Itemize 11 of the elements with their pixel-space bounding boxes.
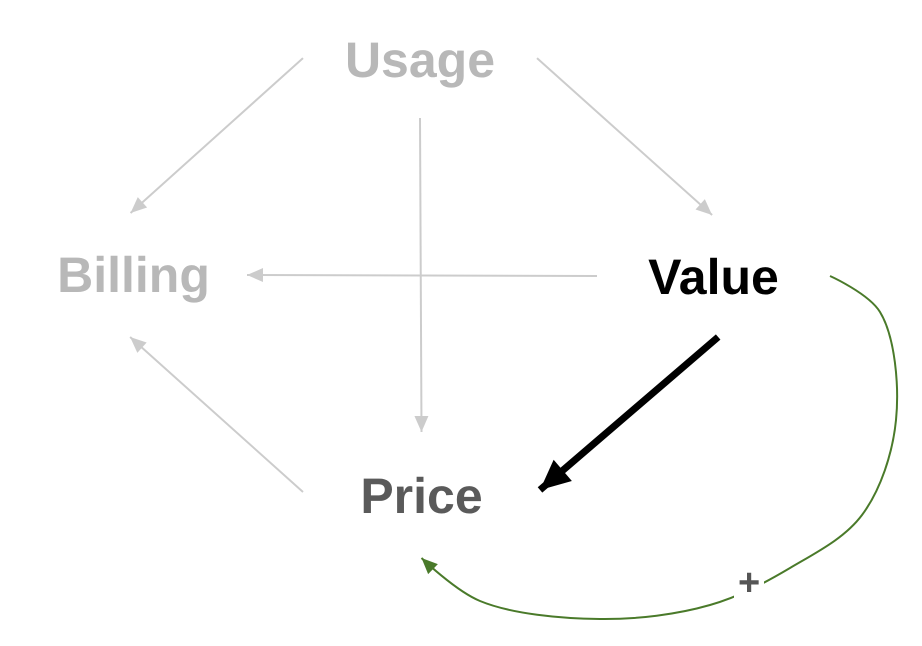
arrow [538,334,720,493]
node-label: Usage [344,31,496,90]
arrow [130,57,304,214]
arrow [536,57,713,216]
arrow [414,118,428,432]
node-label: Billing [56,246,211,305]
node-label: Value [647,248,780,307]
arrow [420,275,898,620]
arrow [247,268,597,282]
arrow [129,336,304,493]
node-label: Price [359,467,484,526]
